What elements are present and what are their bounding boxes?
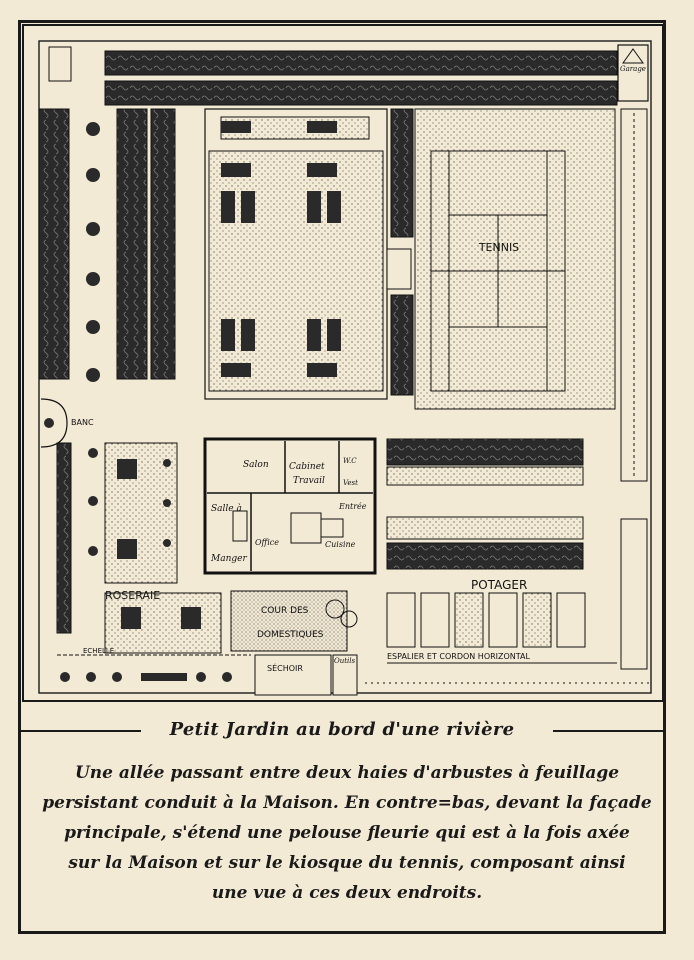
- caption-line-5: une vue à ces deux endroits.: [211, 883, 483, 903]
- mid-hedge-upper: [390, 108, 414, 238]
- sechoir-label: SÉCHOIR: [267, 662, 303, 673]
- courtyard-trees: [325, 599, 358, 628]
- rose-square-1: [117, 459, 137, 479]
- cour-label: COUR DES: [261, 606, 309, 616]
- left-hedge-inner-b: [150, 108, 176, 380]
- entree-label: Entrée: [338, 502, 367, 511]
- top-hedge-row-1: [104, 50, 618, 76]
- tennis-lawn: [414, 108, 616, 410]
- rose-square-4: [181, 607, 201, 629]
- vegetable-beds: [386, 592, 586, 648]
- rose-square-2: [117, 539, 137, 559]
- caption-line-1: Une allée passant entre deux haies d'arb…: [74, 763, 620, 783]
- salle-label: Salle à: [211, 503, 242, 514]
- espalier-label: ESPALIER ET CORDON HORIZONTAL: [387, 652, 531, 661]
- salon-label: Salon: [243, 460, 269, 470]
- cour-domestiques: [230, 590, 348, 652]
- plan-border: [22, 24, 664, 702]
- tennis-court: [430, 150, 566, 392]
- left-hedge-outer: [38, 108, 70, 380]
- left-lower-hedge: [56, 442, 72, 634]
- lower-left-shrubs: [60, 672, 232, 682]
- manger-label: Manger: [210, 554, 247, 564]
- mid-hedge-lower: [390, 294, 414, 396]
- caption-line-2: persistant conduit à la Maison. En contr…: [42, 793, 652, 813]
- entrance-gate: [48, 46, 72, 82]
- cuisine-label: Cuisine: [325, 540, 356, 549]
- travail-label: Travail: [293, 476, 325, 486]
- title-rule-left: [21, 730, 141, 732]
- top-hedge-row-2: [104, 80, 618, 106]
- potager-label: POTAGER: [471, 578, 527, 592]
- allee-shrubs: [86, 122, 100, 382]
- potager-bed-upper: [386, 466, 584, 486]
- office-label: Office: [255, 538, 279, 547]
- outils-label: Outils: [334, 657, 356, 665]
- caption-line-3: principale, s'étend une pelouse fleurie …: [64, 823, 630, 843]
- garden-plan: Garage TENNIS: [22, 24, 664, 702]
- potager-hedge-lower: [386, 542, 584, 570]
- banc-label: BANC: [71, 418, 94, 427]
- domestiques-label: DOMESTIQUES: [257, 630, 324, 640]
- left-hedge-inner-a: [116, 108, 148, 380]
- lawn-parterres: [221, 121, 341, 377]
- potager-hedge-upper: [386, 438, 584, 466]
- caption-title-bar: Petit Jardin au bord d'une rivière: [21, 716, 663, 746]
- caption-line-4: sur la Maison et sur le kiosque du tenni…: [68, 853, 626, 873]
- house-plan: [203, 437, 377, 575]
- sechoir: [254, 654, 332, 696]
- banc: BANC: [40, 398, 94, 448]
- caption-body: Une allée passant entre deux haies d'arb…: [34, 758, 660, 918]
- tennis-label: TENNIS: [478, 241, 519, 254]
- rose-square-3: [121, 607, 141, 629]
- cabinet-label: Cabinet: [289, 462, 325, 472]
- echelle-label: ECHELLE: [83, 647, 114, 655]
- right-espalier-lower: [620, 518, 648, 670]
- page-frame: [18, 20, 666, 934]
- title-rule-right: [553, 730, 663, 732]
- vestibule-label: Vest: [343, 479, 358, 487]
- outils-shed: [332, 654, 358, 696]
- garage-label: Garage: [620, 65, 646, 73]
- rose-standards: [88, 448, 171, 556]
- tennis-kiosk: [386, 248, 412, 290]
- potager-bed-mid: [386, 516, 584, 540]
- caption-title: Petit Jardin au bord d'une rivière: [169, 719, 515, 740]
- wc-label: W.C: [343, 457, 357, 465]
- flower-lawn: [208, 150, 384, 392]
- garage: Garage: [617, 44, 649, 102]
